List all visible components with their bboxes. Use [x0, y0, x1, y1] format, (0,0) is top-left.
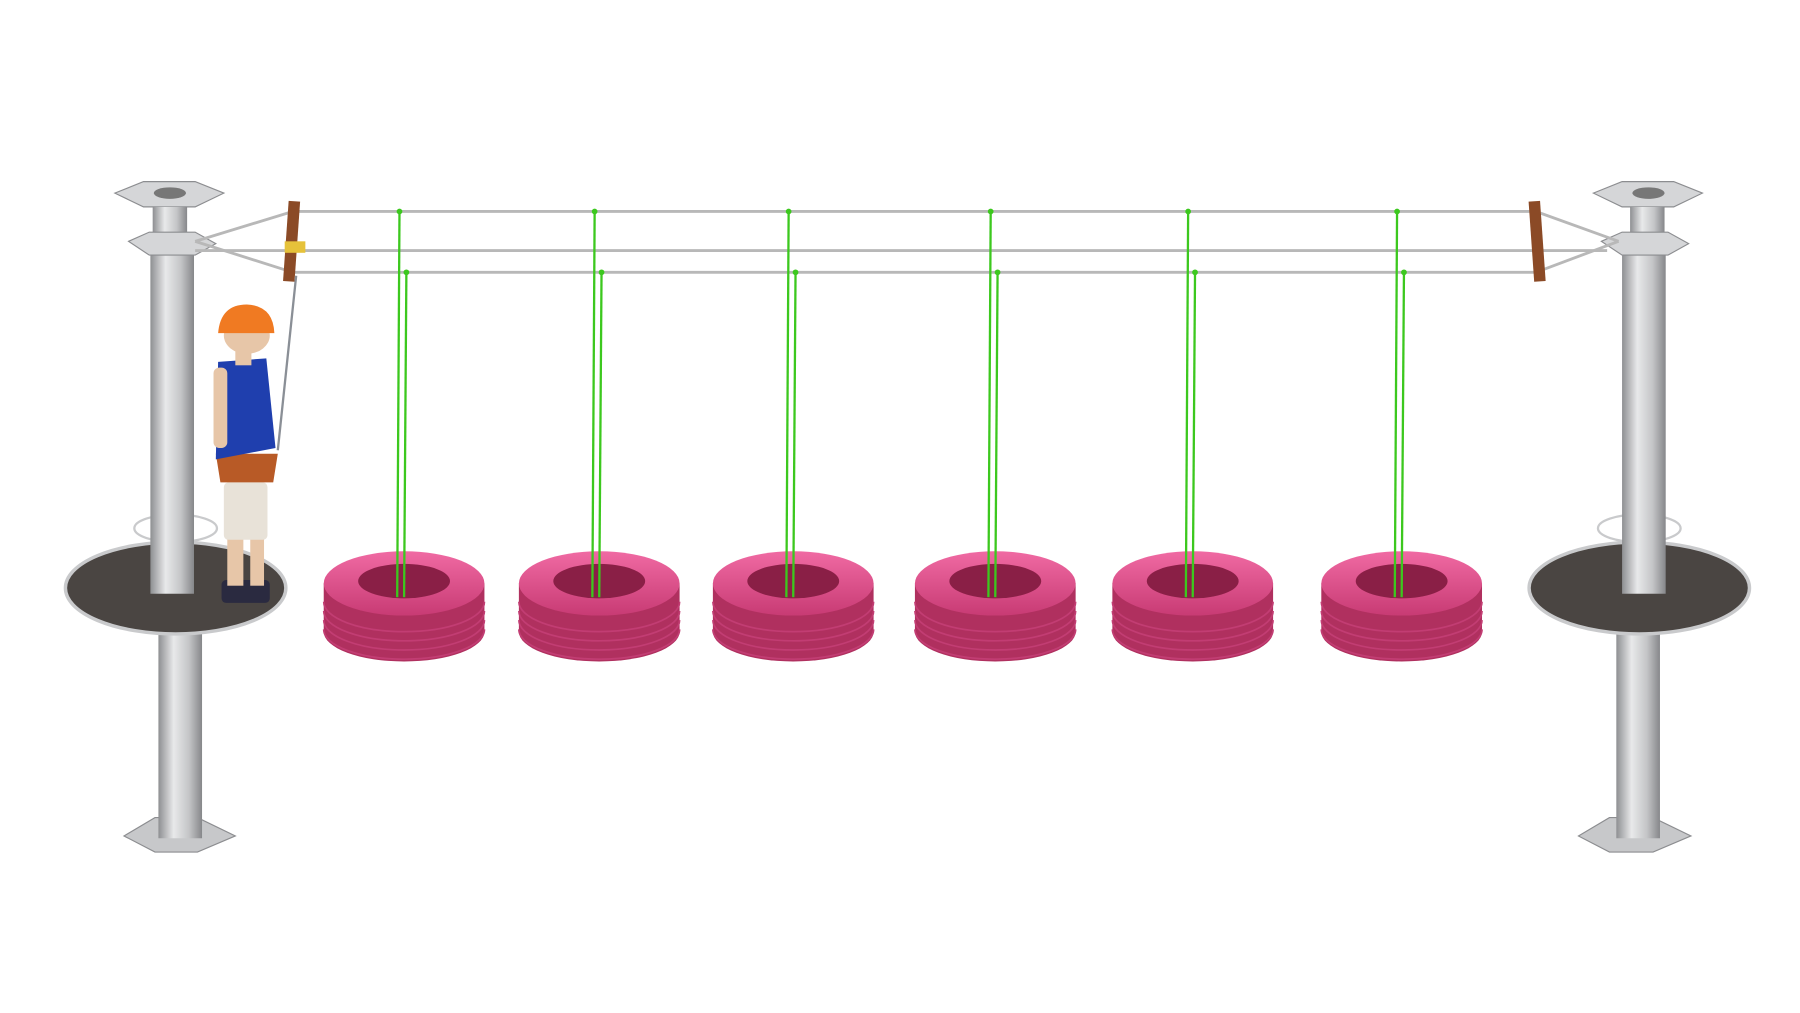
green-rope	[987, 211, 992, 598]
rope-knot	[1401, 269, 1407, 276]
tire-tread	[518, 610, 681, 642]
green-rope	[994, 272, 999, 598]
tire-tread	[712, 629, 875, 661]
tire-tread	[1111, 629, 1274, 661]
rope-knot	[598, 269, 605, 276]
tire-5	[1111, 208, 1274, 662]
tire-3	[712, 208, 875, 662]
tire-6	[1320, 208, 1483, 662]
tire-tread	[322, 610, 486, 642]
green-rope	[396, 211, 401, 598]
rope-knot	[1185, 208, 1192, 215]
rope-knot	[994, 269, 1001, 276]
tire-tread	[1111, 620, 1274, 651]
tire-tread	[1111, 610, 1274, 642]
tire-tread	[712, 601, 875, 633]
tire-tread	[914, 629, 1077, 661]
tires	[322, 208, 1483, 662]
tire-tread	[518, 620, 681, 651]
green-rope	[1400, 272, 1406, 598]
rope-knot	[1192, 269, 1198, 276]
green-rope	[598, 272, 603, 598]
tire-tread	[914, 601, 1077, 633]
right-wood-spreader	[1528, 200, 1546, 282]
rope-knot	[396, 208, 403, 215]
tire-4	[914, 208, 1077, 662]
helmet	[218, 304, 275, 334]
tire-tread	[322, 629, 486, 661]
rope-knot	[403, 269, 410, 276]
trolley	[284, 241, 306, 253]
right-pole	[1527, 181, 1752, 853]
rope-knot	[1394, 208, 1400, 215]
green-rope	[1393, 211, 1399, 598]
green-rope	[1184, 211, 1190, 598]
tire-tread	[518, 601, 681, 633]
tire-tread	[712, 610, 875, 642]
tire-tread	[1320, 610, 1483, 642]
rope-knot	[785, 208, 792, 215]
green-rope	[785, 211, 790, 598]
tire-tread	[518, 629, 681, 661]
steel-cables	[194, 210, 1620, 274]
tire-tread	[712, 620, 875, 651]
green-rope	[792, 272, 797, 598]
rope-knot	[591, 208, 598, 215]
tire-2	[518, 208, 681, 662]
green-rope	[591, 211, 596, 598]
tire-tread	[1320, 601, 1483, 633]
tire-1	[322, 208, 486, 662]
rope-knot	[987, 208, 994, 215]
left-pole	[63, 181, 288, 853]
green-rope	[402, 272, 408, 598]
tire-tread	[322, 620, 486, 651]
tire-tread	[322, 601, 486, 633]
child-figure	[213, 275, 298, 603]
tire-tread	[914, 620, 1077, 651]
tire-tread	[1111, 601, 1274, 633]
green-rope	[1191, 272, 1197, 598]
rope-knot	[792, 269, 799, 276]
tire-tread	[914, 610, 1077, 642]
tire-tread	[1320, 629, 1483, 661]
tire-tread	[1320, 620, 1483, 651]
